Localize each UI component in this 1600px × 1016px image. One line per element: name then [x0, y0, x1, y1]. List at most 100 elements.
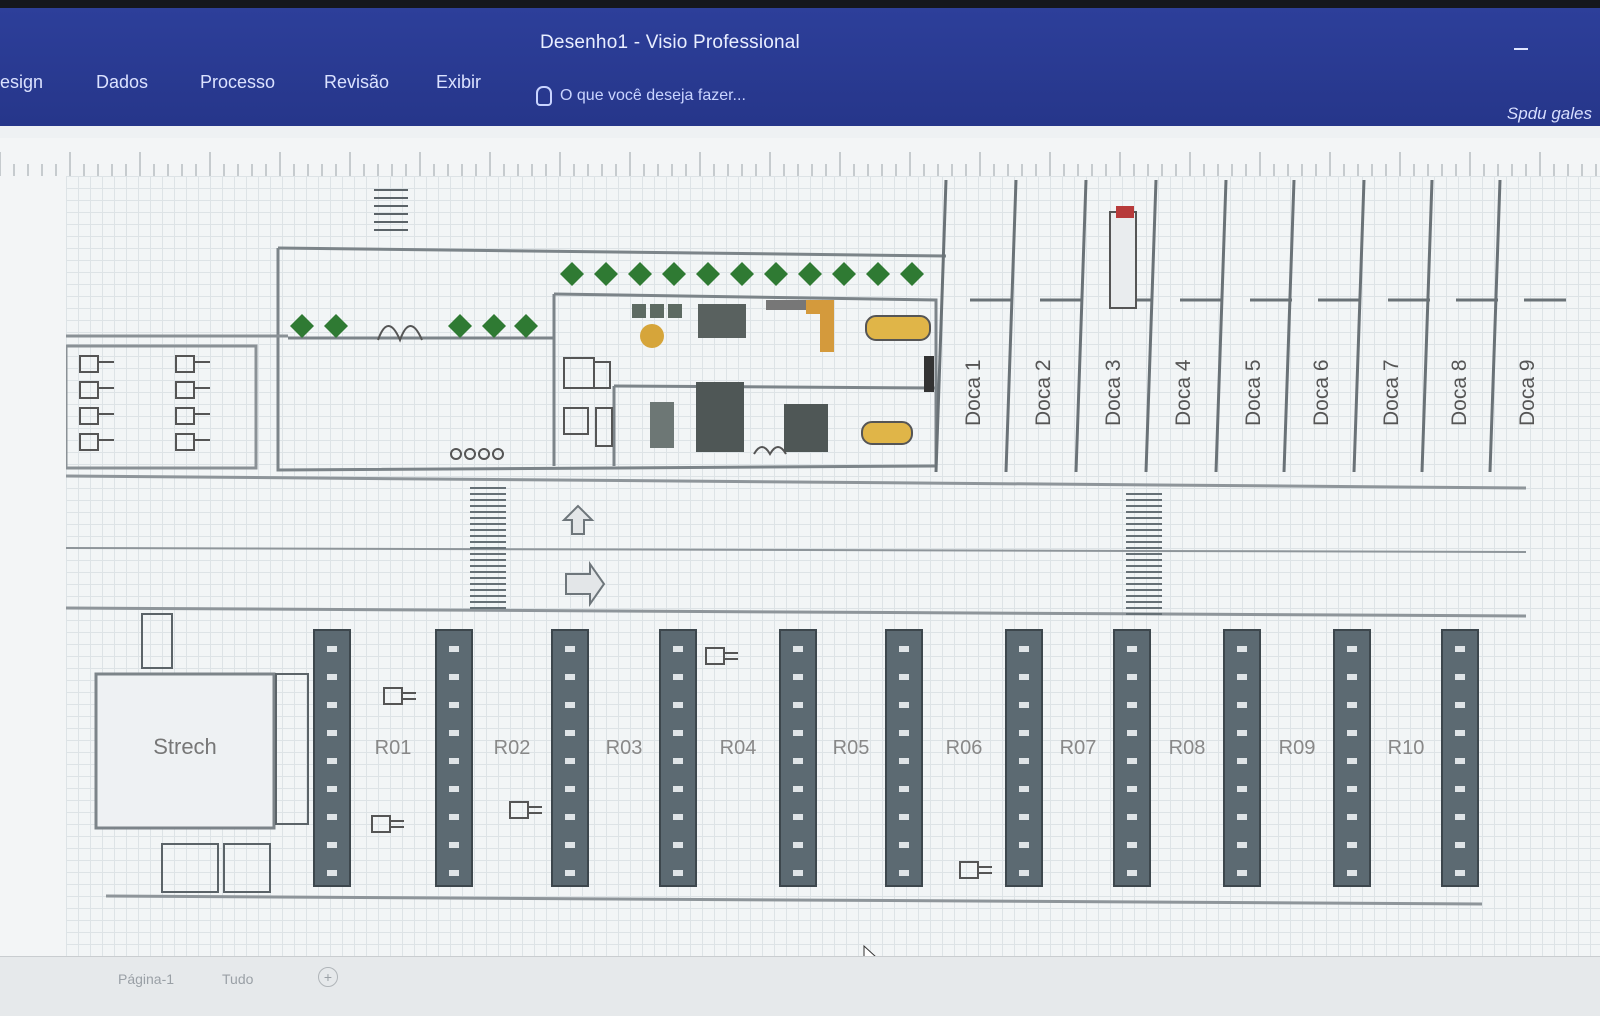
forklift-icon	[79, 355, 99, 373]
rack-pallet	[1127, 646, 1137, 652]
rack-pallet	[1019, 730, 1029, 736]
tree-icon	[662, 262, 686, 286]
rack-pallet	[1347, 842, 1357, 848]
mouse-cursor-icon	[863, 944, 878, 967]
rack-pallet	[1347, 814, 1357, 820]
rack-pallet	[1237, 730, 1247, 736]
rack-pallet	[793, 646, 803, 652]
racks	[313, 629, 1479, 887]
rack-pallet	[565, 814, 575, 820]
rack-pallet	[1455, 702, 1465, 708]
tree-icon	[560, 262, 584, 286]
forklift-icon	[383, 687, 403, 705]
tree-icon	[832, 262, 856, 286]
door-arcs	[377, 325, 787, 460]
rack-pallet	[449, 870, 459, 876]
rack-pallet	[565, 758, 575, 764]
rack-pallet	[1237, 674, 1247, 680]
tab-exibir[interactable]: Exibir	[436, 72, 482, 92]
rack-pallet	[1455, 758, 1465, 764]
vertical-ruler[interactable]	[0, 176, 67, 956]
rack-pallet	[1237, 786, 1247, 792]
rack-pallet	[565, 702, 575, 708]
rack-pallet	[1347, 786, 1357, 792]
aisle-label: R02	[494, 737, 531, 759]
tab-dados[interactable]: Dados	[96, 72, 149, 92]
office-furniture	[563, 300, 934, 452]
truck-cab	[1116, 206, 1134, 218]
user-name[interactable]: Spdu gales	[1506, 104, 1592, 123]
aisle-label: R07	[1060, 737, 1097, 759]
rack-pallet	[1019, 814, 1029, 820]
forklift-icon	[79, 381, 99, 399]
rack-pallet	[565, 646, 575, 652]
rack-pallet	[327, 814, 337, 820]
minimize-button[interactable]	[1514, 48, 1528, 50]
rack-pallet	[449, 702, 459, 708]
rack-pallet	[449, 842, 459, 848]
tab-revisao[interactable]: Revisão	[324, 72, 390, 92]
stretch-area: Strech	[94, 613, 309, 893]
rack-pallet	[793, 702, 803, 708]
rack-pallet	[327, 674, 337, 680]
tell-me-search[interactable]: O que você deseja fazer...	[536, 86, 746, 106]
add-page-button[interactable]: +	[318, 967, 338, 987]
rack-pallet	[1019, 870, 1029, 876]
rack-pallet	[673, 674, 683, 680]
tab-processo[interactable]: Processo	[200, 72, 276, 92]
rack-pallet	[673, 758, 683, 764]
rack-pallet	[1347, 646, 1357, 652]
rack-pallet	[1019, 646, 1029, 652]
tree-icon	[448, 314, 472, 338]
rack-pallet	[565, 870, 575, 876]
all-pages-tab[interactable]: Tudo	[222, 971, 254, 987]
rack-pallet	[1237, 702, 1247, 708]
tree-icon	[514, 314, 538, 338]
tab-design[interactable]: esign	[0, 72, 44, 92]
window-title: Desenho1 - Visio Professional	[540, 32, 800, 53]
rack-pallet	[449, 758, 459, 764]
truck-at-doca-3	[1109, 211, 1137, 309]
forklift-icon	[371, 815, 391, 833]
rack-pallet	[327, 758, 337, 764]
aisle-label: R04	[720, 737, 757, 759]
rack-pallet	[449, 646, 459, 652]
rack-pallet	[1455, 730, 1465, 736]
page-tab[interactable]: Página-1	[118, 971, 175, 987]
rack-pallet	[673, 646, 683, 652]
dock-lines	[934, 179, 1566, 473]
tree-icon	[866, 262, 890, 286]
aisle-label: R09	[1279, 737, 1316, 759]
tell-me-text: O que você deseja fazer...	[560, 87, 746, 105]
rack-pallet	[449, 674, 459, 680]
rack-pallet	[793, 674, 803, 680]
main-corridor	[65, 474, 1527, 618]
dock-divider	[1488, 179, 1502, 473]
horizontal-ruler[interactable]	[0, 138, 1600, 177]
rack-pallet	[899, 814, 909, 820]
dock-label: Doca 8	[1448, 359, 1471, 426]
rack-pallet	[1237, 842, 1247, 848]
rack-pallet	[1127, 870, 1137, 876]
rack-pallet	[1455, 786, 1465, 792]
rack-pallet	[1347, 758, 1357, 764]
rack-pallet	[327, 786, 337, 792]
forklift-icon	[175, 381, 195, 399]
tree-icon	[482, 314, 506, 338]
rack-pallet	[673, 814, 683, 820]
rack-pallet	[793, 730, 803, 736]
forklift-icon	[175, 407, 195, 425]
rack-pallet	[1127, 730, 1137, 736]
rack-pallet	[1127, 814, 1137, 820]
tree-icon	[900, 262, 924, 286]
rack-pallet	[1347, 870, 1357, 876]
rack-pallet	[565, 730, 575, 736]
rack-pallet	[1347, 674, 1357, 680]
rack-pallet	[1127, 842, 1137, 848]
rack-pallet	[1019, 758, 1029, 764]
rack-pallet	[899, 870, 909, 876]
